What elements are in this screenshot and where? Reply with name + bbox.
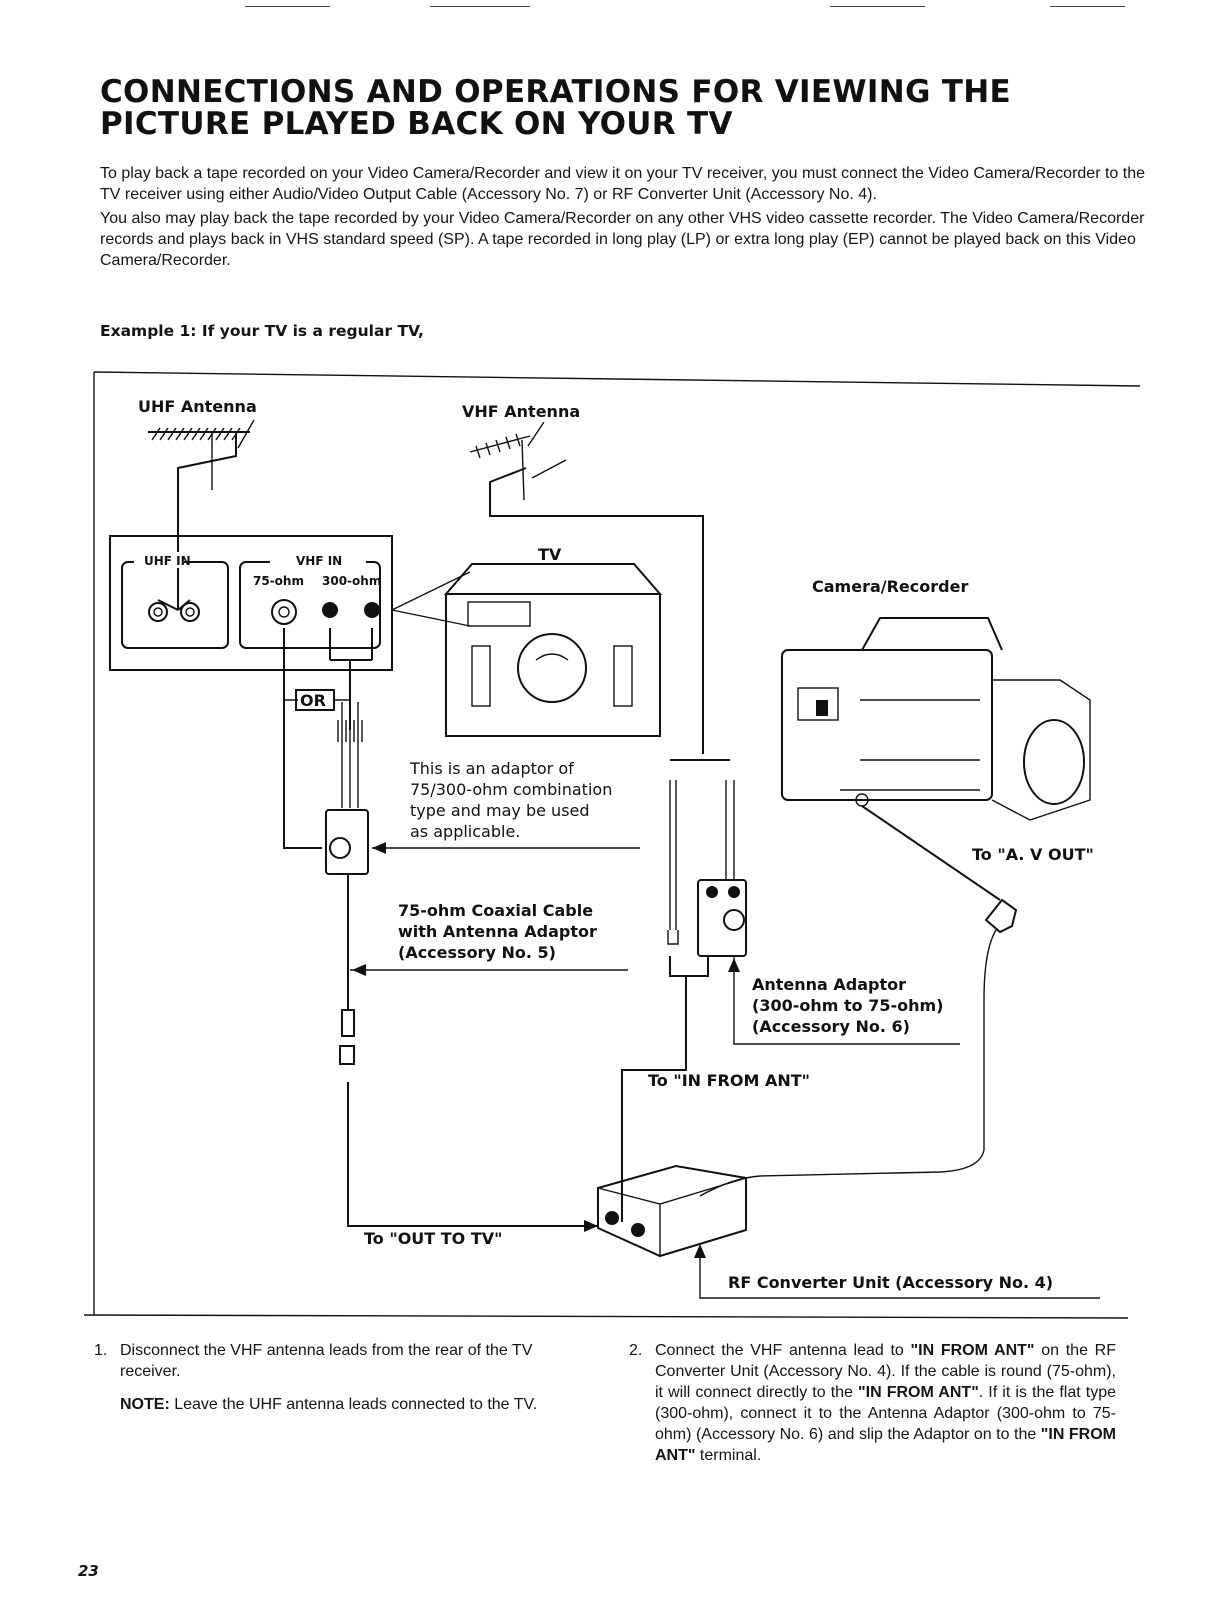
coaxial-cable-icon: [339, 964, 628, 1232]
note-label: NOTE:: [120, 1396, 170, 1413]
top-rule-3: [830, 6, 925, 7]
antenna-adaptor-icon: [621, 759, 960, 1222]
uhf-in-label: UHF IN: [144, 554, 191, 568]
page-title: CONNECTIONS AND OPERATIONS FOR VIEWING T…: [100, 76, 1100, 140]
ohm-75-label: 75-ohm: [253, 574, 304, 588]
title-line-2: PICTURE PLAYED BACK ON YOUR TV: [100, 106, 733, 142]
note-text: Leave the UHF antenna leads connected to…: [169, 1396, 538, 1413]
tv-rear-panel: [109, 535, 393, 671]
step-2-part-e: . If it is the flat type (300-ohm), conn…: [655, 1384, 1117, 1443]
step-2-part-f: "IN FROM ANT": [655, 1426, 1116, 1464]
uhf-antenna-label: UHF Antenna: [138, 397, 257, 416]
step-2-part-d: "IN FROM ANT": [858, 1384, 979, 1401]
to-in-from-ant-label: To "IN FROM ANT": [648, 1071, 810, 1090]
vhf-lead-connectors: [283, 628, 373, 849]
intro-text: To play back a tape recorded on your Vid…: [100, 163, 1145, 274]
to-av-out-label: To "A. V OUT": [972, 845, 1094, 864]
camera-recorder-icon: [699, 617, 1091, 1197]
adaptor-note-line-3: type and may be used: [410, 801, 590, 820]
step-2-number: 2.: [629, 1342, 643, 1359]
uhf-lead-fork: [157, 599, 191, 611]
tv-label: TV: [538, 545, 562, 564]
top-rule-2: [430, 6, 530, 7]
rf-converter-label: RF Converter Unit (Accessory No. 4): [728, 1273, 1053, 1292]
top-rule-4: [1050, 6, 1125, 7]
intro-paragraph-1: To play back a tape recorded on your Vid…: [100, 165, 1146, 203]
vhf-antenna-icon: [469, 421, 704, 754]
combination-adaptor-icon: [325, 720, 640, 1010]
example-heading: Example 1: If your TV is a regular TV,: [100, 322, 424, 340]
adaptor-note-line-4: as applicable.: [410, 822, 520, 841]
camera-recorder-label: Camera/Recorder: [812, 577, 968, 596]
step-1: 1. Disconnect the VHF antenna leads from…: [94, 1340, 574, 1382]
step-1-text: Disconnect the VHF antenna leads from th…: [120, 1342, 533, 1380]
step-2-part-g: terminal.: [695, 1447, 762, 1464]
step-2: 2. Connect the VHF antenna lead to "IN F…: [629, 1340, 1116, 1466]
adaptor-note-line-2: 75/300-ohm combination: [410, 780, 612, 799]
intro-paragraph-2: You also may play back the tape recorded…: [100, 210, 1145, 269]
uhf-antenna-icon: [148, 419, 255, 610]
antenna-adaptor-line-3: (Accessory No. 6): [752, 1017, 910, 1036]
or-label: OR: [300, 691, 326, 710]
vhf-in-label: VHF IN: [296, 554, 342, 568]
antenna-adaptor-line-2: (300-ohm to 75-ohm): [752, 996, 943, 1015]
step-2-part-c: on the RF Converter Unit (Accessory No. …: [655, 1342, 1117, 1401]
vhf-antenna-label: VHF Antenna: [462, 402, 580, 421]
rf-converter-icon: [597, 1164, 1100, 1299]
coax-cable-line-3: (Accessory No. 5): [398, 943, 556, 962]
frame-top-line: [93, 371, 1141, 387]
coax-cable-line-1: 75-ohm Coaxial Cable: [398, 901, 593, 920]
to-out-to-tv-label: To "OUT TO TV": [364, 1229, 502, 1248]
top-rule-1: [245, 6, 330, 7]
adaptor-note-line-1: This is an adaptor of: [409, 759, 574, 778]
step-1-number: 1.: [94, 1342, 108, 1359]
step-2-text: Connect the VHF antenna lead to "IN FROM…: [655, 1340, 1116, 1466]
step-1-column: 1. Disconnect the VHF antenna leads from…: [94, 1340, 574, 1415]
ohm-300-label: 300-ohm: [322, 574, 381, 588]
tv-set-icon: [391, 563, 663, 737]
step-2-part-b: "IN FROM ANT": [910, 1342, 1035, 1359]
note: NOTE: Leave the UHF antenna leads connec…: [120, 1394, 574, 1415]
antenna-adaptor-line-1: Antenna Adaptor: [752, 975, 906, 994]
step-2-column: 2. Connect the VHF antenna lead to "IN F…: [629, 1340, 1116, 1466]
page-number: 23: [78, 1562, 99, 1580]
title-line-1: CONNECTIONS AND OPERATIONS FOR VIEWING T…: [100, 74, 1011, 110]
step-2-part-a: Connect the VHF antenna lead to: [655, 1342, 911, 1359]
frame-bottom-line: [83, 1314, 1129, 1319]
coax-cable-line-2: with Antenna Adaptor: [398, 922, 597, 941]
